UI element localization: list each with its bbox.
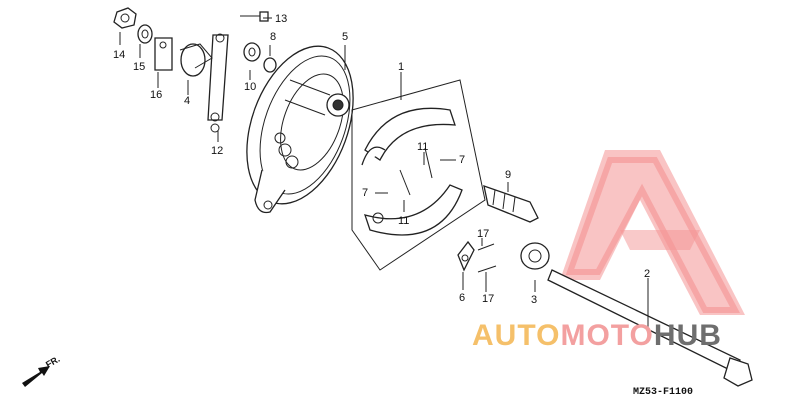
callout-11a: 11 <box>417 141 428 153</box>
watermark-hub: HUB <box>654 319 722 352</box>
brake-panel <box>246 45 354 214</box>
callouts: 1 2 3 4 5 6 7 7 8 9 10 11 11 12 13 14 15… <box>113 13 650 306</box>
nut-14 <box>113 7 137 29</box>
pins-17 <box>477 243 497 273</box>
callout-17a: 17 <box>477 228 489 240</box>
callout-14: 14 <box>113 49 125 61</box>
bolt-13 <box>240 11 269 22</box>
collar-3 <box>520 242 550 270</box>
front-direction-arrow: FR. <box>22 354 62 387</box>
callout-5: 5 <box>342 31 348 43</box>
callout-10: 10 <box>244 81 256 93</box>
callout-9: 9 <box>505 169 511 181</box>
plate-16 <box>154 37 173 71</box>
direction-label: FR. <box>44 354 62 370</box>
collar-4 <box>179 43 213 77</box>
washer-15 <box>137 24 153 44</box>
callout-3: 3 <box>531 294 537 306</box>
diagram-code: MZ53-F1100 <box>633 387 693 398</box>
callout-6: 6 <box>459 292 465 304</box>
watermark-text: AUTOMOTOHUB <box>472 319 722 352</box>
washer-10 <box>243 42 261 62</box>
callout-7b: 7 <box>362 187 368 199</box>
svg-text:AUTOMOTOHUB: AUTOMOTOHUB <box>472 319 722 352</box>
callout-12: 12 <box>211 145 223 157</box>
watermark-auto: AUTO <box>472 319 560 352</box>
brake-shoe-box <box>351 79 486 271</box>
callout-11b: 11 <box>398 215 409 227</box>
watermark-moto: MOTO <box>560 319 653 352</box>
callout-2: 2 <box>644 268 650 280</box>
brake-cam-9 <box>483 185 539 223</box>
callout-13: 13 <box>275 13 287 25</box>
brake-arm-rod <box>207 33 229 133</box>
callout-8: 8 <box>270 31 276 43</box>
callout-1: 1 <box>398 61 404 73</box>
axle-2 <box>547 269 753 387</box>
leader-lines <box>119 17 649 330</box>
watermark-logo <box>560 150 745 315</box>
washer-8 <box>263 57 277 73</box>
callout-4: 4 <box>184 95 190 107</box>
callout-7a: 7 <box>459 154 465 166</box>
callout-15: 15 <box>133 61 145 73</box>
callout-16: 16 <box>150 89 162 101</box>
plate-6 <box>457 240 475 272</box>
callout-17b: 17 <box>482 293 494 305</box>
